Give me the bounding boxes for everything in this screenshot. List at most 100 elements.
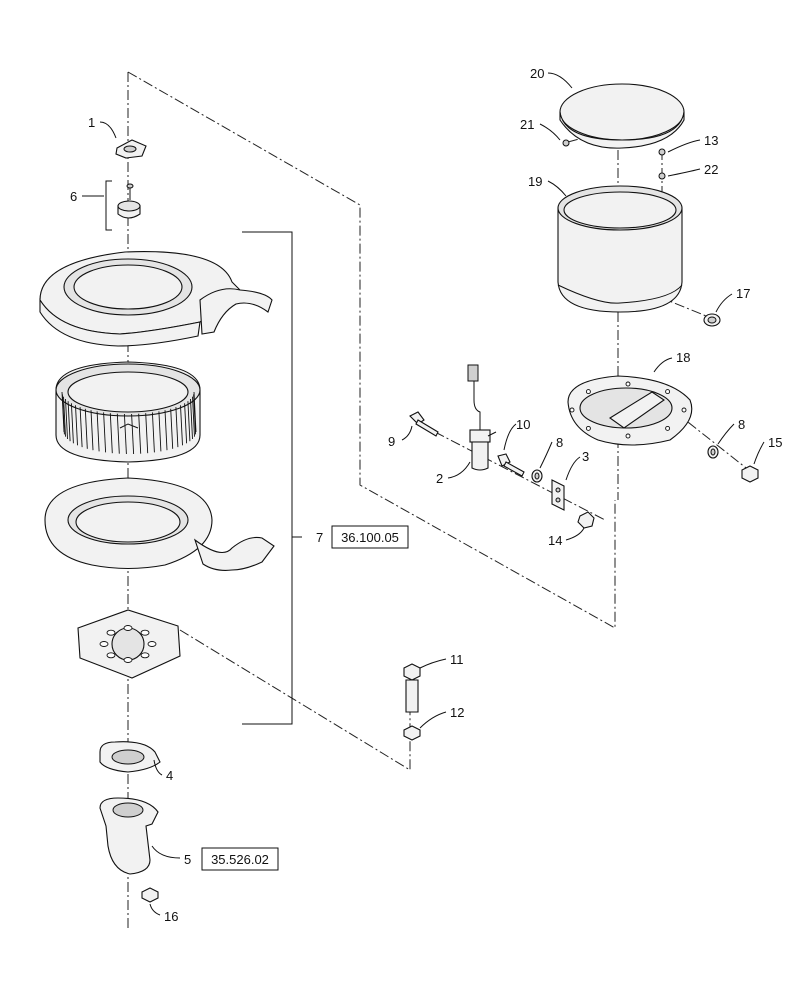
callout-18: 18	[676, 350, 690, 365]
callout-8-left: 8	[556, 435, 563, 450]
plate-hole	[585, 425, 591, 431]
part-13-screw	[658, 148, 666, 156]
callout-4: 4	[166, 768, 173, 783]
reference-5-text: 35.526.02	[211, 852, 269, 867]
callout-12: 12	[450, 705, 464, 720]
wheel-vane	[123, 413, 127, 455]
callout-9: 9	[388, 434, 395, 449]
callout-2: 2	[436, 471, 443, 486]
callout-19: 19	[528, 174, 542, 189]
part-15-nut	[741, 465, 759, 483]
part-1-knob	[115, 139, 147, 159]
callout-1: 1	[88, 115, 95, 130]
plate-hole	[569, 407, 575, 413]
wheel-vane	[96, 411, 100, 452]
plate-hole	[681, 407, 687, 413]
part-17-grommet	[703, 313, 721, 327]
bracket-7	[242, 231, 293, 725]
part-16-nut	[141, 887, 159, 903]
plate-hole	[585, 389, 591, 395]
wheel-vane	[164, 410, 168, 451]
wheel-vane	[184, 403, 188, 444]
wheel-vane	[192, 396, 195, 437]
callout-5: 5	[184, 852, 191, 867]
wheel-vane	[151, 412, 155, 453]
callout-21: 21	[520, 117, 534, 132]
wheel-vanes	[61, 391, 197, 455]
part-20-lid	[559, 83, 685, 149]
wheel-vane	[175, 407, 179, 448]
wheel-vane	[90, 410, 94, 451]
base-slot	[140, 629, 150, 636]
part-5-elbow	[99, 797, 159, 875]
callout-6: 6	[70, 189, 77, 204]
base-slot	[123, 657, 133, 663]
part-2-sensor	[467, 364, 497, 471]
part-12-nut	[403, 725, 421, 741]
wheel-vane	[190, 398, 193, 440]
part-22-screw	[658, 172, 666, 180]
wheel-vane	[138, 413, 142, 454]
part-10-bolt	[497, 453, 525, 477]
reference-box-5: 35.526.02	[201, 847, 279, 871]
part-21-screw	[562, 139, 570, 147]
callout-leaders	[82, 72, 765, 916]
plate-hole	[625, 433, 631, 439]
part-14-nut	[577, 511, 595, 529]
reference-7-text: 36.100.05	[341, 530, 399, 545]
bracket-6	[105, 180, 112, 231]
callout-15: 15	[768, 435, 782, 450]
base-slot	[123, 625, 133, 631]
callout-3: 3	[582, 449, 589, 464]
wheel-vane	[65, 398, 68, 440]
housing-cover	[39, 251, 273, 347]
reference-box-7: 36.100.05	[331, 525, 409, 549]
wheel-vane	[61, 394, 65, 435]
base-plate	[77, 609, 181, 679]
callout-17: 17	[736, 286, 750, 301]
wheel-vane	[193, 394, 197, 435]
callout-16: 16	[164, 909, 178, 924]
plate-hole	[665, 425, 671, 431]
part-11-bolt	[403, 663, 421, 713]
lower-housing	[44, 477, 275, 571]
callout-14: 14	[548, 533, 562, 548]
part-4-gasket	[99, 741, 161, 773]
callout-11: 11	[450, 652, 464, 667]
callout-7: 7	[316, 530, 323, 545]
wheel-vane	[70, 403, 74, 444]
wheel-vane	[180, 405, 183, 446]
wheel-vane	[187, 401, 191, 442]
base-slot	[106, 652, 116, 659]
callout-labels: 1 6 7 4 5 16 20 21 19 13 22 17 18 9 10 8…	[70, 66, 782, 924]
callout-10: 10	[516, 417, 530, 432]
wheel-vane	[193, 391, 197, 433]
base-slot	[140, 652, 150, 659]
part-9-bolt	[409, 411, 439, 437]
part-18-mounting-plate	[567, 375, 693, 446]
callout-22: 22	[704, 162, 718, 177]
wheel-vane	[145, 413, 149, 454]
wheel-vane	[158, 411, 162, 452]
base-slot	[106, 629, 116, 636]
blower-wheel	[55, 361, 201, 463]
wheel-vane	[116, 413, 120, 454]
wheel-vane	[75, 405, 78, 446]
base-slot	[147, 641, 157, 647]
wheel-vane	[131, 413, 135, 455]
wheel-vane	[63, 396, 66, 437]
base-slot	[99, 641, 109, 647]
callout-20: 20	[530, 66, 544, 81]
wheel-vane	[79, 407, 83, 448]
part-3-clip	[551, 479, 565, 511]
wheel-vane	[170, 408, 174, 449]
part-8-washer-left	[531, 469, 543, 483]
plate-hole	[625, 381, 631, 387]
wheel-vane	[103, 412, 107, 453]
wheel-vane	[84, 408, 88, 449]
callout-8-right: 8	[738, 417, 745, 432]
callout-13: 13	[704, 133, 718, 148]
part-8-washer-right	[707, 445, 719, 459]
part-19-filter-cylinder	[557, 185, 683, 313]
